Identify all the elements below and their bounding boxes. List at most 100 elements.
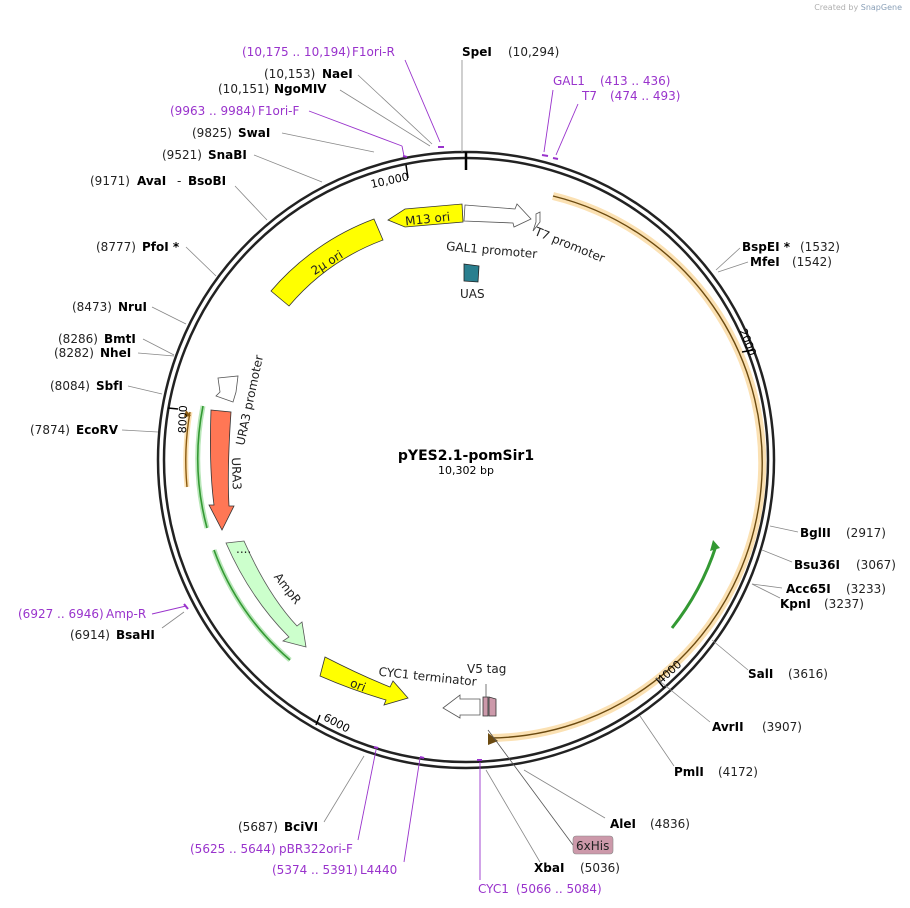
leader-f1ori-f	[308, 110, 403, 147]
leader-avai	[234, 185, 268, 221]
primer-f1ori-f-range: (9963 .. 9984)	[170, 104, 256, 118]
uas-feature	[463, 263, 480, 283]
site-pmli-name: PmlI	[674, 765, 704, 779]
tick-2000	[741, 349, 754, 353]
site-naei-pos: (10,153)	[264, 67, 315, 81]
mark-pbr322ori-f	[373, 746, 379, 749]
tick-10000	[405, 164, 409, 179]
primer-t7-range: (474 .. 493)	[610, 89, 680, 103]
ampr-dots: ....	[236, 542, 251, 556]
primer-cyc1-name: CYC1	[478, 882, 509, 896]
ampr-feature	[225, 540, 307, 648]
m13-ori-label: M13 ori	[404, 210, 450, 229]
green-arrow-right	[670, 545, 718, 629]
mark-gal1	[541, 154, 549, 157]
leader-snabi	[253, 154, 323, 183]
site-sbfi-name: SbfI	[96, 379, 123, 393]
two-micron-ori-feature	[270, 218, 384, 307]
site-separator: -	[177, 174, 181, 188]
six-his-feature	[488, 696, 497, 717]
leader-xbai	[485, 769, 541, 863]
leader-alei	[523, 769, 606, 819]
primer-l4440-name: L4440	[360, 863, 397, 877]
orange-arrow-left-head	[184, 410, 191, 417]
mark-f1ori-f	[402, 155, 408, 158]
orf-arc-line	[489, 195, 763, 739]
site-ecorv-name: EcoRV	[76, 423, 119, 437]
leader-mfei	[717, 261, 749, 273]
site-bmti-pos: (8286)	[58, 332, 98, 346]
site-alei-pos: (4836)	[650, 817, 690, 831]
site-pmli-pos: (4172)	[718, 765, 758, 779]
site-naei-name: NaeI	[322, 67, 353, 81]
tick-label-8000: 8000	[176, 405, 190, 433]
gal1-promoter-feature	[463, 203, 532, 228]
leader-ngomiv	[339, 89, 431, 147]
leader-f1ori-f-end	[401, 145, 405, 157]
ori-label: ori	[348, 676, 368, 695]
v5-tag-label: V5 tag	[467, 662, 506, 676]
green-arrow-left-1-line	[197, 405, 208, 529]
leader-gal1	[543, 89, 554, 153]
site-avrii-name: AvrII	[712, 720, 744, 734]
leader-acc65i	[751, 583, 783, 589]
primer-gal1-range: (413 .. 436)	[600, 74, 670, 88]
site-kpni-name: KpnI	[780, 597, 811, 611]
v5-tag-feature	[482, 696, 489, 717]
site-ngomiv-pos: (10,151)	[218, 82, 269, 96]
green-arrow-left-2-line	[213, 549, 291, 661]
tick-label-10000: 10,000	[370, 170, 410, 191]
site-pfoi-name: PfoI *	[142, 240, 180, 254]
site-bglii-name: BglII	[800, 526, 831, 540]
site-xbai-pos: (5036)	[580, 861, 620, 875]
leader-nrui	[151, 306, 187, 325]
site-acc65i-name: Acc65I	[786, 582, 831, 596]
site-mfei-name: MfeI	[750, 255, 780, 269]
leader-swai	[281, 132, 375, 153]
mark-l4440	[419, 756, 425, 759]
site-nrui-pos: (8473)	[72, 300, 112, 314]
site-bsahi-pos: (6914)	[70, 628, 110, 642]
leader-pfoi	[185, 246, 217, 277]
site-bsu36i-pos: (3067)	[856, 558, 896, 572]
t7-promoter-label: T7 promoter	[532, 224, 607, 265]
ura3-feature	[208, 409, 235, 531]
primer-pbr322ori-f-range: (5625 .. 5644)	[190, 842, 276, 856]
credit-prefix: Created by	[814, 3, 859, 12]
leader-kpni	[751, 583, 781, 599]
ura3-label: URA3	[229, 457, 244, 490]
site-bspei-pos: (1532)	[800, 240, 840, 254]
leader-amp-r	[151, 605, 187, 615]
orf-arrowhead	[488, 733, 498, 745]
leader-bcivi	[323, 755, 365, 823]
site-sali-name: SalI	[748, 667, 773, 681]
site-sbfi-pos: (8084)	[50, 379, 90, 393]
site-swai-name: SwaI	[238, 126, 270, 140]
primer-pbr322ori-f-name: pBR322ori-F	[279, 842, 353, 856]
green-arrow-right-head	[710, 540, 720, 551]
primer-amp-r-name: Amp-R	[106, 607, 146, 621]
site-snabi-name: SnaBI	[208, 148, 247, 162]
site-kpni-pos: (3237)	[824, 597, 864, 611]
site-bspei-name: BspEI *	[742, 240, 791, 254]
primer-cyc1-range: (5066 .. 5084)	[516, 882, 602, 896]
site-leaders	[121, 60, 799, 863]
site-ngomiv-name: NgoMIV	[274, 82, 327, 96]
t7-promoter-feature	[532, 211, 541, 232]
ura3-promoter-feature	[215, 375, 239, 403]
site-pfoi-pos: (8777)	[96, 240, 136, 254]
ori-feature	[319, 656, 409, 706]
site-bmti-name: BmtI	[104, 332, 136, 346]
leader-bspei	[715, 247, 741, 271]
site-avai-pos: (9171)	[90, 174, 130, 188]
primer-leaders	[151, 59, 579, 880]
uas-label: UAS	[460, 287, 485, 301]
primer-f1ori-f-name: F1ori-F	[258, 104, 299, 118]
site-spei-pos: (10,294)	[508, 45, 559, 59]
site-sali-pos: (3616)	[788, 667, 828, 681]
leader-f1ori-r	[404, 59, 441, 143]
leader-sbfi	[127, 385, 163, 395]
six-his-label: 6xHis	[576, 839, 609, 853]
tick-4000	[655, 677, 665, 689]
